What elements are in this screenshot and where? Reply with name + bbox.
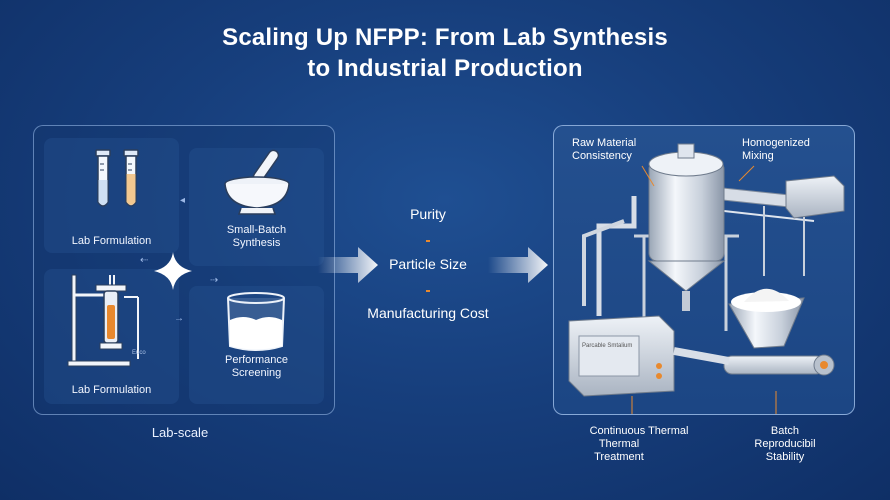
card-small-batch-synthesis: Small-Batch Synthesis bbox=[189, 148, 324, 266]
arrow-left-small-icon-2: ⇠ bbox=[140, 255, 149, 266]
label-raw-material-line1: Raw Material bbox=[572, 137, 637, 149]
title-line-2: to Industrial Production bbox=[307, 55, 583, 82]
label-batch-line3: Stability bbox=[765, 451, 805, 463]
beaker-icon bbox=[227, 292, 285, 351]
factor-purity: Purity bbox=[410, 206, 446, 222]
card-label-lab-formulation-1: Lab Formulation bbox=[71, 235, 152, 247]
card-lab-formulation-1: Lab Formulation bbox=[44, 138, 179, 253]
card-label-performance-line1: Performance bbox=[225, 354, 288, 366]
label-batch-line2: Reproducibil bbox=[754, 438, 816, 450]
page-title: Scaling Up NFPP: From Lab Synthesis to I… bbox=[0, 22, 890, 84]
card-performance-screening: Performance Screening bbox=[189, 286, 324, 404]
label-raw-material-line2: Consistency bbox=[572, 150, 632, 162]
card-label-small-batch-line1: Small-Batch bbox=[226, 224, 287, 236]
machine-label-text: Parcable Smtalium bbox=[582, 343, 633, 349]
factor-particle-size: Particle Size bbox=[389, 256, 467, 272]
lab-scale-caption: Lab-scale bbox=[151, 425, 209, 440]
arrow-right-small-icon-2: → bbox=[174, 313, 184, 324]
label-homogenized-line2: Mixing bbox=[742, 150, 774, 162]
small-label-text: Euco bbox=[132, 350, 146, 356]
test-tubes-icon bbox=[95, 149, 139, 207]
reactor-stand-icon bbox=[67, 274, 139, 367]
industrial-panel: Parcable Smtalium Raw Material Consisten… bbox=[553, 125, 855, 415]
card-label-performance-line2: Screening bbox=[231, 367, 282, 379]
arrow-right-large-icon-2 bbox=[488, 247, 548, 283]
divider-dot-2 bbox=[426, 290, 430, 292]
label-thermal-line3: Treatment bbox=[594, 451, 644, 463]
label-homogenized-line1: Homogenized bbox=[742, 137, 810, 149]
label-thermal-line1: Continuous Thermal bbox=[589, 425, 689, 437]
arrow-left-small-icon: ◂ bbox=[180, 195, 186, 206]
card-lab-formulation-2: Lab Formulation bbox=[44, 269, 179, 404]
factor-manufacturing-cost: Manufacturing Cost bbox=[367, 305, 489, 321]
mortar-pestle-icon bbox=[224, 149, 290, 215]
card-label-small-batch-line2: Synthesis bbox=[232, 237, 281, 249]
arrow-right-large-icon bbox=[318, 247, 378, 283]
industrial-plant-illustration bbox=[568, 143, 845, 414]
label-batch-line1: Batch bbox=[770, 425, 800, 437]
label-thermal-line2: Thermal bbox=[598, 438, 640, 450]
card-label-lab-formulation-2: Lab Formulation bbox=[71, 384, 152, 396]
lab-scale-panel: Lab Formulation Small-Batch Synthesis La… bbox=[33, 125, 335, 415]
arrow-right-small-icon: ⇢ bbox=[210, 275, 219, 286]
divider-dot-1 bbox=[426, 240, 430, 242]
plus-connector-icon bbox=[154, 252, 192, 290]
title-line-1: Scaling Up NFPP: From Lab Synthesis bbox=[222, 24, 668, 51]
